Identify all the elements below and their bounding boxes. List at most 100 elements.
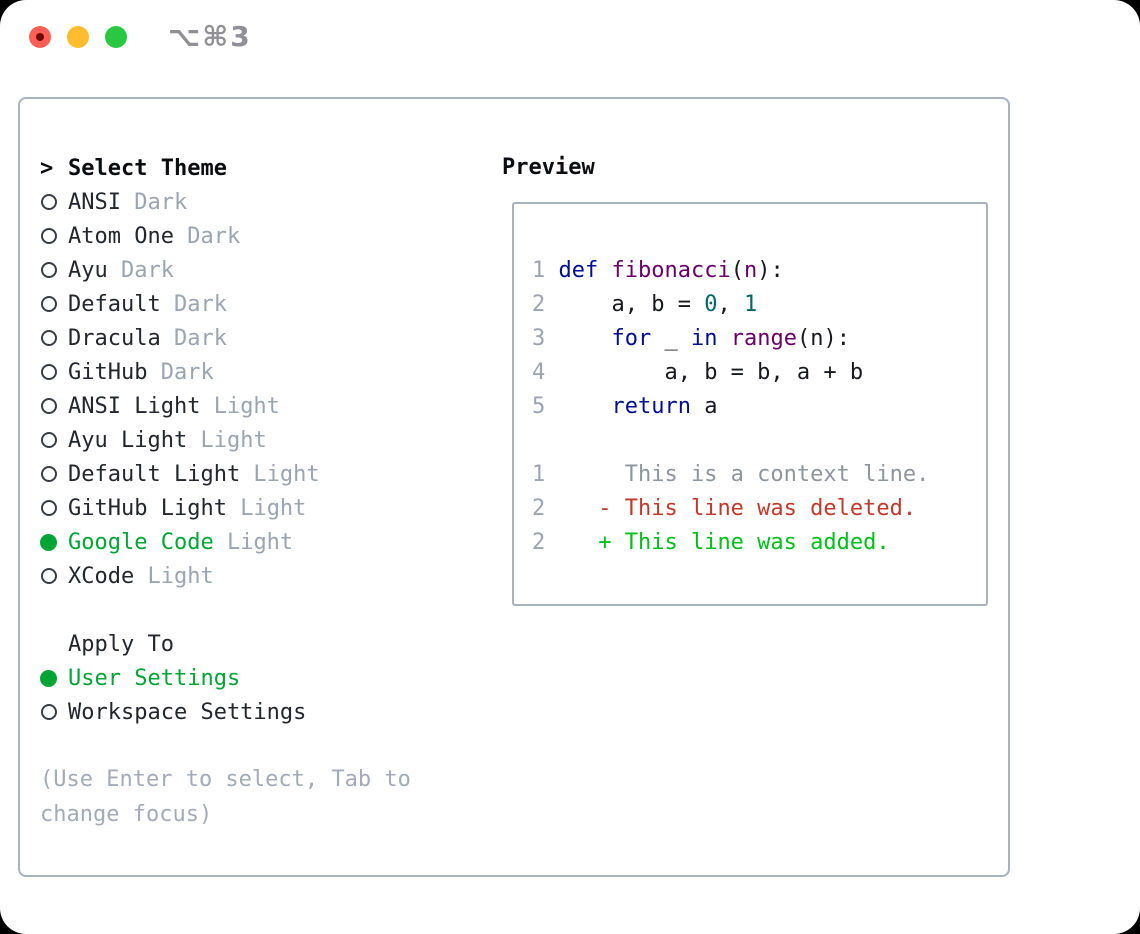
code-line: 5 return a bbox=[532, 390, 986, 424]
theme-option-dracula-dark[interactable]: Dracula Dark bbox=[40, 321, 470, 355]
code-token-fn: fibonacci bbox=[611, 258, 731, 283]
option-variant-label: Light bbox=[226, 495, 307, 521]
code-token-num: 1 bbox=[743, 292, 758, 317]
radio-icon bbox=[40, 262, 68, 278]
option-label: Dracula bbox=[68, 325, 161, 351]
theme-option-ansi-light-light[interactable]: ANSI Light Light bbox=[40, 389, 470, 423]
option-variant-label: Dark bbox=[160, 325, 227, 351]
code-token-pl: ( bbox=[730, 258, 744, 283]
code-token-pl: a bbox=[690, 394, 718, 419]
theme-option-github-dark[interactable]: GitHub Dark bbox=[40, 355, 470, 389]
theme-option-atom-one-dark[interactable]: Atom One Dark bbox=[40, 219, 470, 253]
radio-icon bbox=[40, 500, 68, 516]
option-label: GitHub bbox=[68, 359, 148, 385]
code-token-ln: 2 bbox=[532, 530, 559, 555]
code-token-pl: (n): bbox=[796, 326, 850, 351]
select-theme-header: > Select Theme bbox=[40, 151, 470, 185]
code-token-ln: 1 bbox=[532, 258, 559, 283]
radio-icon bbox=[40, 364, 68, 380]
radio-icon bbox=[40, 296, 68, 312]
code-token-pl bbox=[559, 394, 612, 419]
prompt-icon: > bbox=[40, 155, 54, 181]
option-variant-label: Light bbox=[187, 427, 267, 453]
option-variant-label: Dark bbox=[107, 257, 174, 283]
help-text: (Use Enter to select, Tab to change focu… bbox=[40, 767, 411, 827]
radio-icon bbox=[40, 432, 68, 448]
code-token-pl: _ bbox=[651, 326, 691, 351]
code-token-pl: ): bbox=[757, 258, 784, 283]
code-token-add: + This line was added. bbox=[558, 530, 890, 555]
radio-selected-icon bbox=[40, 533, 68, 551]
window-title: ⌥⌘3 bbox=[168, 20, 252, 53]
apply-to-title: Apply To bbox=[68, 631, 174, 657]
option-variant-label: Light bbox=[213, 529, 294, 555]
radio-icon bbox=[40, 704, 68, 720]
theme-option-default-dark[interactable]: Default Dark bbox=[40, 287, 470, 321]
option-label: Workspace Settings bbox=[68, 699, 307, 725]
blank-line bbox=[532, 424, 986, 458]
theme-option-ayu-dark[interactable]: Ayu Dark bbox=[40, 253, 470, 287]
theme-option-default-light-light[interactable]: Default Light Light bbox=[40, 457, 470, 491]
code-line: 3 for _ in range(n): bbox=[532, 322, 986, 356]
titlebar: ⌥⌘3 bbox=[0, 0, 1140, 75]
theme-option-xcode-light[interactable]: XCode Light bbox=[40, 559, 470, 593]
option-variant-label: Dark bbox=[173, 223, 241, 249]
code-token-pl bbox=[598, 258, 611, 283]
theme-option-github-light-light[interactable]: GitHub Light Light bbox=[40, 491, 470, 525]
preview-title: Preview bbox=[502, 155, 595, 180]
code-token-fn: range bbox=[730, 326, 797, 351]
theme-option-google-code-light[interactable]: Google Code Light bbox=[40, 525, 470, 559]
code-token-ln: 2 bbox=[532, 496, 559, 521]
diff-line-context: 1 This is a context line. bbox=[532, 458, 986, 492]
code-token-pl: a, b = b, a + b bbox=[558, 360, 864, 385]
code-token-kw: return bbox=[611, 394, 691, 419]
code-token-kw: in bbox=[690, 326, 718, 351]
select-theme-title: Select Theme bbox=[68, 155, 227, 181]
spacer bbox=[40, 729, 470, 763]
minimize-button[interactable] bbox=[67, 26, 89, 48]
radio-icon bbox=[40, 330, 68, 346]
option-label: Default Light bbox=[68, 461, 241, 487]
option-label: GitHub Light bbox=[68, 495, 227, 521]
option-variant-label: Dark bbox=[147, 359, 214, 385]
code-token-pl bbox=[559, 326, 612, 351]
option-label: User Settings bbox=[68, 665, 241, 691]
spacer bbox=[40, 593, 470, 627]
code-token-ln: 4 bbox=[532, 360, 559, 385]
code-line: 2 a, b = 0, 1 bbox=[532, 288, 986, 322]
option-label: Default bbox=[68, 291, 161, 317]
apply-option-user-settings[interactable]: User Settings bbox=[40, 661, 470, 695]
diff-line-added: 2 + This line was added. bbox=[532, 526, 986, 560]
code-token-pl: a, b = bbox=[558, 292, 705, 317]
radio-selected-icon bbox=[40, 669, 68, 687]
theme-option-ayu-light-light[interactable]: Ayu Light Light bbox=[40, 423, 470, 457]
close-button[interactable] bbox=[29, 26, 51, 48]
diff-line-deleted: 2 - This line was deleted. bbox=[532, 492, 986, 526]
code-token-kw: for bbox=[611, 326, 652, 351]
apply-option-workspace-settings[interactable]: Workspace Settings bbox=[40, 695, 470, 729]
option-label: Atom One bbox=[68, 223, 174, 249]
theme-option-ansi-dark[interactable]: ANSI Dark bbox=[40, 185, 470, 219]
code-token-ln: 5 bbox=[532, 394, 559, 419]
code-token-kw: def bbox=[558, 258, 599, 283]
code-token-del: - This line was deleted. bbox=[558, 496, 917, 521]
option-label: Google Code bbox=[68, 529, 214, 555]
code-token-num: 0 bbox=[704, 292, 718, 317]
option-variant-label: Light bbox=[134, 563, 214, 589]
apply-to-header: Apply To bbox=[40, 627, 470, 661]
radio-icon bbox=[40, 466, 68, 482]
code-token-ctx: This is a context line. bbox=[558, 462, 930, 487]
code-line: 1 def fibonacci(n): bbox=[532, 254, 986, 288]
code-token-ln: 1 bbox=[532, 462, 559, 487]
option-label: ANSI bbox=[68, 189, 121, 215]
radio-icon bbox=[40, 228, 68, 244]
option-variant-label: Light bbox=[200, 393, 280, 419]
option-variant-label: Light bbox=[240, 461, 320, 487]
option-label: ANSI Light bbox=[68, 393, 201, 419]
code-token-pl: , bbox=[717, 292, 744, 317]
zoom-button[interactable] bbox=[105, 26, 127, 48]
